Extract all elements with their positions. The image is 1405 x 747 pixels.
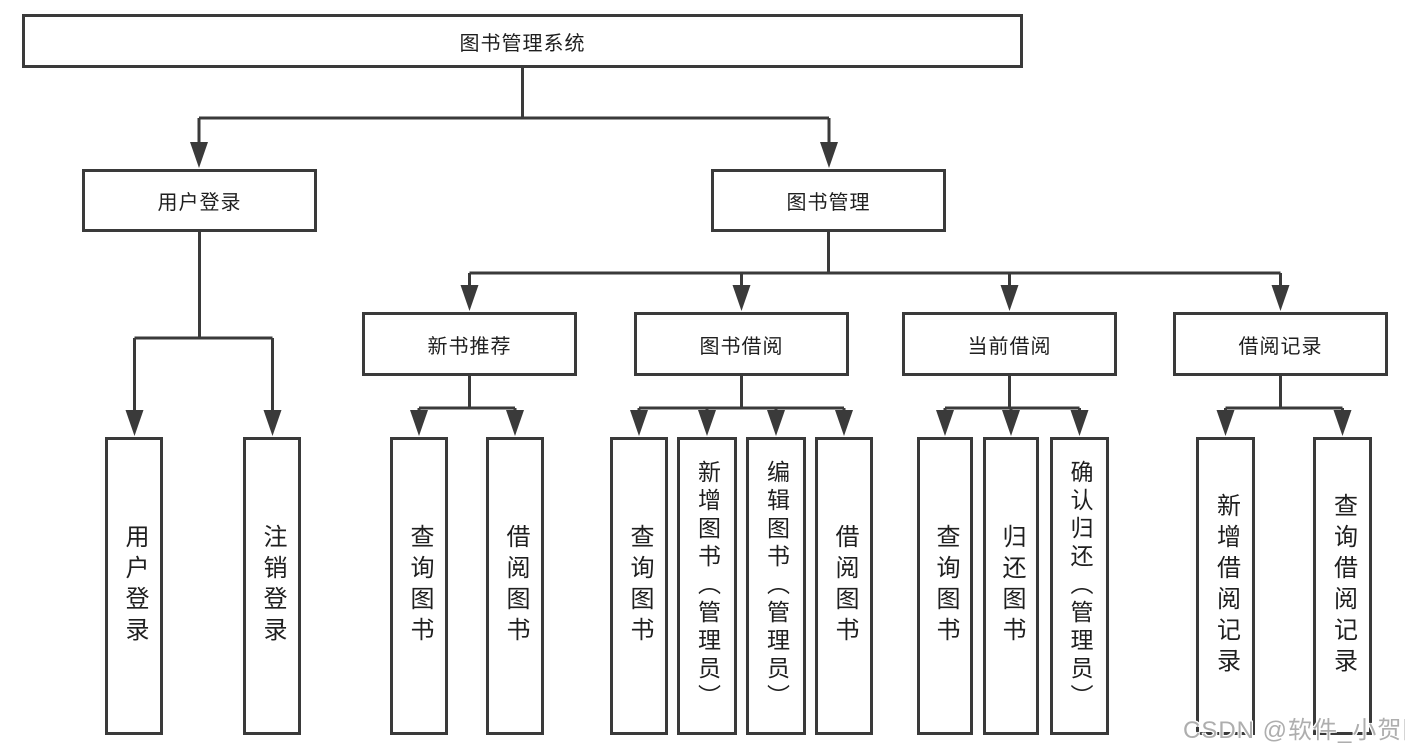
leaf-add-borrow-record: 新增借阅记录 bbox=[1196, 437, 1255, 735]
arrowhead bbox=[630, 410, 648, 436]
node-book-borrow-label: 图书借阅 bbox=[699, 335, 784, 358]
node-current-borrow-label: 当前借阅 bbox=[967, 335, 1052, 358]
arrowhead bbox=[835, 410, 853, 436]
arrowhead bbox=[1002, 410, 1020, 436]
leaf-borrow-books-1: 借阅图书 bbox=[486, 437, 544, 735]
node-new-books-label: 新书推荐 bbox=[427, 335, 512, 358]
arrowhead bbox=[460, 285, 479, 311]
leaf-add-book-admin-label: 新增图书（管理员） bbox=[694, 460, 721, 712]
leaf-return-books: 归还图书 bbox=[983, 437, 1039, 735]
arrowhead bbox=[263, 410, 282, 436]
leaf-logout-label: 注销登录 bbox=[259, 524, 286, 648]
arrowhead bbox=[732, 285, 751, 311]
connector-user-login-to-leaves bbox=[133, 232, 274, 430]
node-borrow-records-label: 借阅记录 bbox=[1238, 335, 1323, 358]
connector-book-mgmt-to-level2 bbox=[468, 232, 1282, 305]
leaf-user-login: 用户登录 bbox=[105, 437, 163, 735]
arrowhead bbox=[767, 410, 785, 436]
node-current-borrow: 当前借阅 bbox=[902, 312, 1117, 376]
leaf-user-login-label: 用户登录 bbox=[121, 524, 148, 648]
arrowhead bbox=[1070, 410, 1089, 436]
leaf-query-books-2: 查询图书 bbox=[610, 437, 668, 735]
connector-new-books-to-leaves bbox=[417, 376, 517, 430]
node-borrow-records: 借阅记录 bbox=[1173, 312, 1388, 376]
connector-book-borrow-to-leaves bbox=[637, 376, 846, 430]
arrowhead bbox=[1000, 285, 1019, 311]
node-book-borrow: 图书借阅 bbox=[634, 312, 849, 376]
leaf-query-books-2-label: 查询图书 bbox=[626, 524, 653, 648]
arrowhead bbox=[125, 410, 144, 436]
leaf-edit-book-admin: 编辑图书（管理员） bbox=[746, 437, 806, 735]
arrowhead bbox=[936, 410, 954, 436]
leaf-query-books-1: 查询图书 bbox=[390, 437, 448, 735]
arrowhead bbox=[698, 410, 716, 436]
leaf-logout: 注销登录 bbox=[243, 437, 301, 735]
leaf-confirm-return-admin: 确认归还（管理员） bbox=[1050, 437, 1109, 735]
arrowhead bbox=[1333, 410, 1352, 436]
node-book-mgmt: 图书管理 bbox=[711, 169, 946, 232]
leaf-query-books-1-label: 查询图书 bbox=[406, 524, 433, 648]
csdn-watermark: CSDN @软件_小贺同学 bbox=[1183, 717, 1405, 744]
connector-root-to-level1 bbox=[197, 68, 831, 162]
node-new-books: 新书推荐 bbox=[362, 312, 577, 376]
node-book-mgmt-label: 图书管理 bbox=[786, 192, 871, 214]
leaf-edit-book-admin-label: 编辑图书（管理员） bbox=[763, 460, 790, 712]
leaf-query-books-3: 查询图书 bbox=[917, 437, 973, 735]
arrowhead bbox=[190, 142, 208, 168]
leaf-confirm-return-admin-label: 确认归还（管理员） bbox=[1067, 460, 1093, 712]
leaf-add-book-admin: 新增图书（管理员） bbox=[677, 437, 737, 735]
arrowhead bbox=[1216, 410, 1235, 436]
leaf-borrow-books-1-label: 借阅图书 bbox=[502, 524, 529, 648]
leaf-borrow-books-2-label: 借阅图书 bbox=[831, 524, 858, 648]
node-user-login: 用户登录 bbox=[82, 169, 317, 232]
arrowhead bbox=[506, 410, 524, 436]
leaf-query-borrow-record-label: 查询借阅记录 bbox=[1329, 493, 1357, 679]
arrowhead bbox=[1271, 285, 1290, 311]
arrowhead bbox=[820, 142, 838, 168]
leaf-add-borrow-record-label: 新增借阅记录 bbox=[1212, 493, 1240, 679]
leaf-borrow-books-2: 借阅图书 bbox=[815, 437, 873, 735]
node-root: 图书管理系统 bbox=[22, 14, 1023, 68]
node-user-login-label: 用户登录 bbox=[157, 192, 242, 214]
leaf-return-books-label: 归还图书 bbox=[998, 524, 1025, 648]
node-root-label: 图书管理系统 bbox=[459, 32, 586, 55]
connector-borrow-records-to-leaves bbox=[1224, 376, 1344, 430]
leaf-query-borrow-record: 查询借阅记录 bbox=[1313, 437, 1372, 735]
arrowhead bbox=[410, 410, 428, 436]
leaf-query-books-3-label: 查询图书 bbox=[932, 524, 959, 648]
